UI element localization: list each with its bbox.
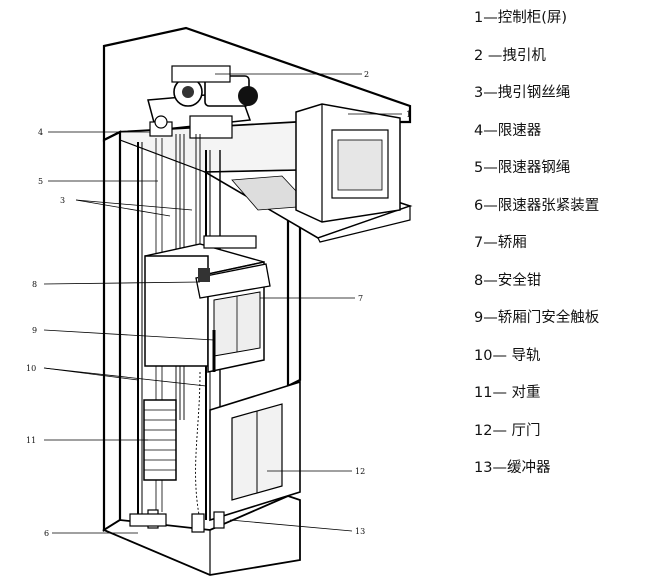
callout-4: 4 <box>38 128 43 137</box>
callout-5: 5 <box>38 177 43 186</box>
callout-10: 10 <box>26 364 36 373</box>
legend-item-traction-machine: 2 —拽引机 <box>474 47 546 64</box>
control-cabinet <box>295 103 401 223</box>
callout-1: 1 <box>406 110 411 119</box>
callout-13: 13 <box>355 527 365 536</box>
pit-floor <box>102 495 301 576</box>
legend-item-control-cabinet: 1—控制柜(屏) <box>474 10 568 26</box>
legend-item-counterweight: 11— 对重 <box>474 385 541 401</box>
legend-item-landing-door: 12— 厅门 <box>474 422 541 439</box>
callout-3: 3 <box>60 196 65 205</box>
callout-2: 2 <box>364 70 369 79</box>
legend-item-guide-rail: 10— 导轨 <box>474 347 541 364</box>
travelling-cable <box>195 371 201 521</box>
legend-item-traction-rope: 3—拽引钢丝绳 <box>474 85 571 101</box>
hoistway-left-wall <box>102 130 122 532</box>
callout-7: 7 <box>358 294 363 303</box>
legend-item-governor-rope: 5—限速器钢绳 <box>474 160 571 176</box>
counterweight <box>143 399 177 481</box>
elevator-car <box>144 235 271 373</box>
legend-item-car: 7—轿厢 <box>474 235 527 251</box>
leader-lines <box>43 73 402 534</box>
callout-6: 6 <box>44 529 49 538</box>
governor-tensioner <box>129 513 167 527</box>
legend: 1—控制柜(屏) 2 —拽引机 3—拽引钢丝绳 4—限速器 5—限速器钢绳 6—… <box>474 6 650 494</box>
speed-governor <box>149 115 173 137</box>
traction-machine <box>147 65 258 139</box>
callout-8: 8 <box>32 280 37 289</box>
landing-door <box>209 380 301 522</box>
legend-item-car-door-safety-edge: 9—轿厢门安全触板 <box>474 310 600 326</box>
callout-9: 9 <box>32 326 37 335</box>
legend-item-safety-gear: 8—安全钳 <box>474 272 542 289</box>
callout-12: 12 <box>355 467 365 476</box>
safety-gear <box>198 268 210 282</box>
legend-item-speed-governor: 4—限速器 <box>474 122 542 139</box>
callout-11: 11 <box>26 436 36 445</box>
legend-item-buffer: 13—缓冲器 <box>474 460 551 476</box>
hoistway-right-wall <box>286 204 302 388</box>
legend-item-governor-tensioner: 6—限速器张紧装置 <box>474 197 600 214</box>
